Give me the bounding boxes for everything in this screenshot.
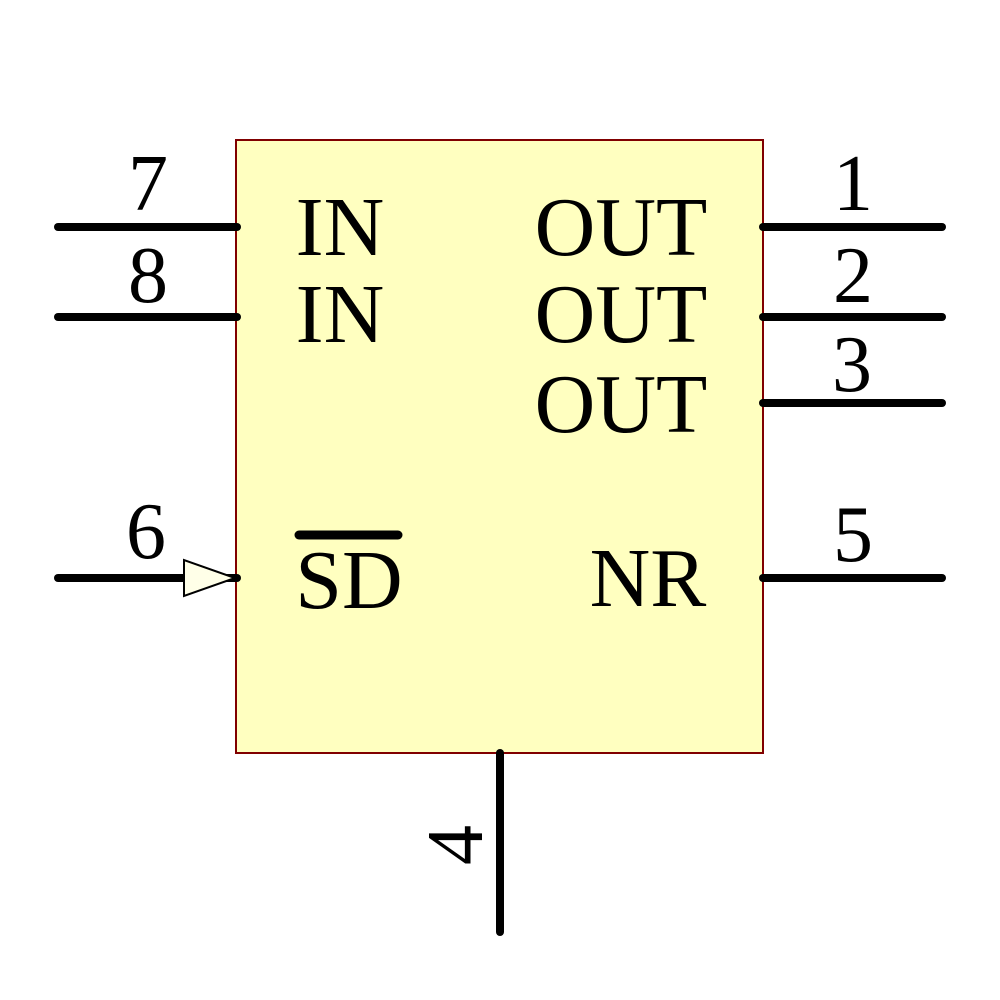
pin-1-number: 1 <box>833 140 873 228</box>
pin-7-number: 7 <box>128 140 168 228</box>
pin-6-input-arrow-icon <box>183 558 239 598</box>
pin-8-number: 8 <box>128 232 168 320</box>
pin-8-label: IN <box>295 268 385 361</box>
pin-2-number: 2 <box>833 232 873 320</box>
pin-5-number: 5 <box>833 491 873 579</box>
pin-6-number: 6 <box>126 488 166 576</box>
pin-2-label: OUT <box>534 268 708 361</box>
pin-5-label: NR <box>589 532 707 625</box>
pin-4-number: 4 <box>412 825 500 865</box>
pin-6-label: SD <box>295 534 403 627</box>
ic-body <box>235 139 764 754</box>
pin-1-label: OUT <box>534 181 708 274</box>
pin-3-number: 3 <box>832 321 872 409</box>
pin-7-label: IN <box>295 181 385 274</box>
pin-3-label: OUT <box>534 358 708 451</box>
